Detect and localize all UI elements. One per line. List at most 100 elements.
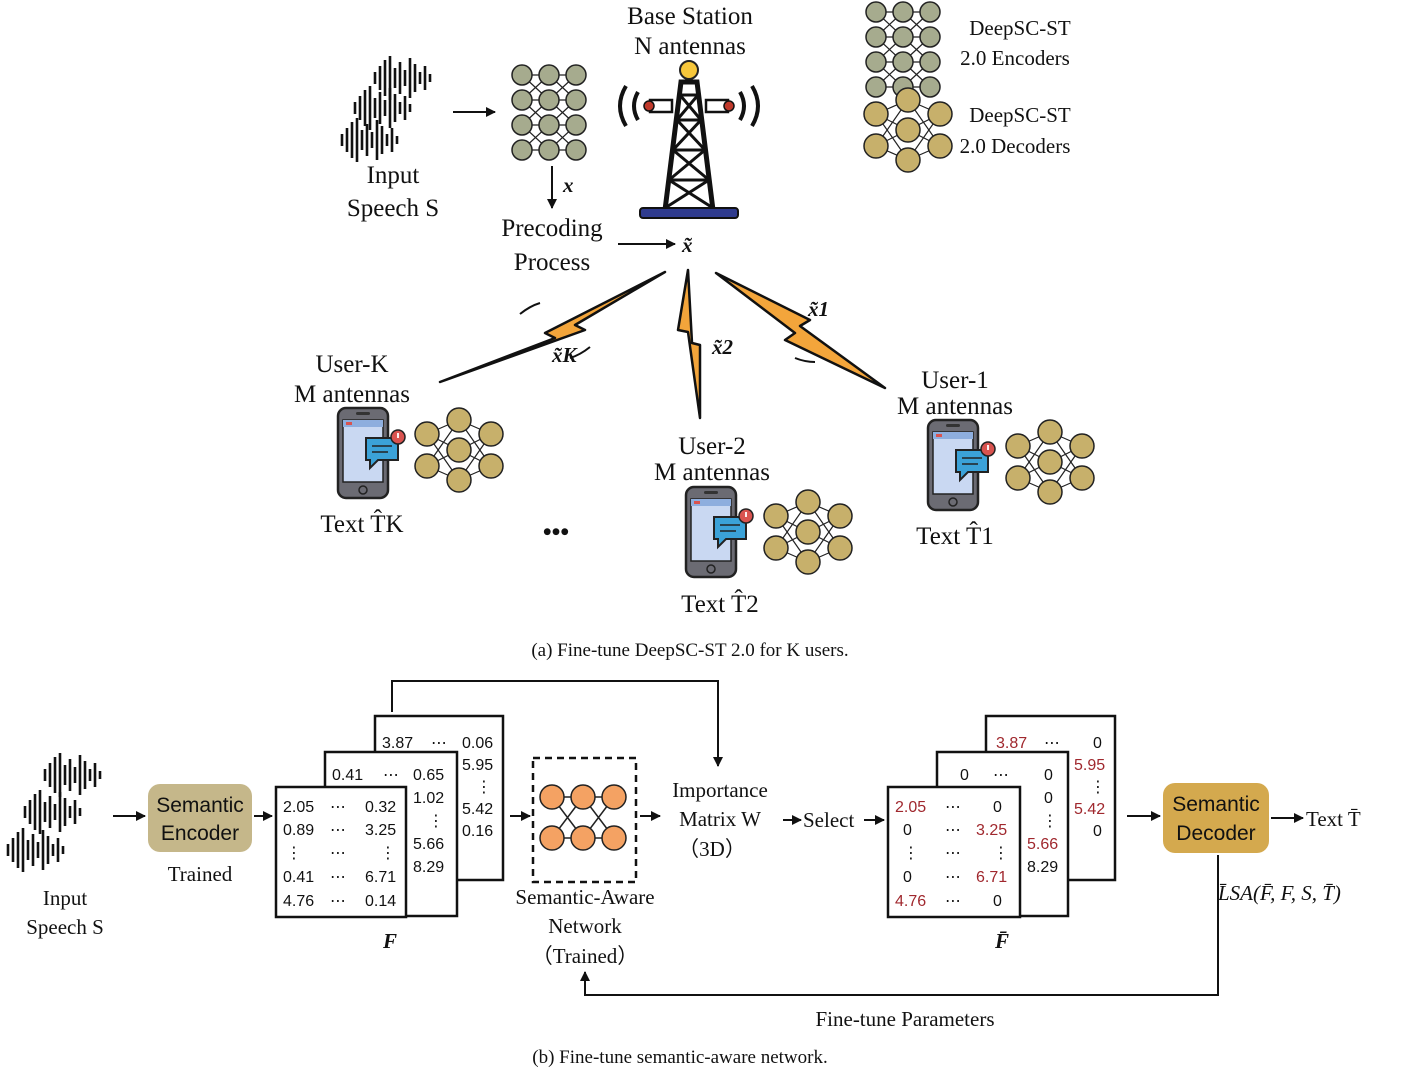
link-to-user-2 <box>676 268 702 420</box>
panel-b: Input Speech S Semantic Encoder Trained … <box>6 680 1361 1068</box>
matrix-f-stack <box>274 714 505 919</box>
fbar-front-1-2: 3.25 <box>976 822 1007 839</box>
f-mid-row-0: 0.41 <box>332 767 363 784</box>
fbar-mid-col-1: ⋮ <box>1042 813 1058 830</box>
f-front-0-2: 0.32 <box>365 799 396 816</box>
f-front-1-0: 0.89 <box>283 822 314 839</box>
precoding-line2: Process <box>514 249 590 276</box>
user-2-text: Text T̂2 <box>681 589 759 618</box>
f-front-1-1: ⋯ <box>330 822 346 839</box>
network-line2: Network <box>548 914 622 938</box>
fbar-mid-col-2: 5.66 <box>1027 836 1058 853</box>
f-front-0-1: ⋯ <box>330 799 346 816</box>
f-front-4-2: 0.14 <box>365 893 396 910</box>
base-station-antennas: N antennas <box>634 33 746 60</box>
feedback-label: Fine-tune Parameters <box>815 1007 994 1031</box>
legend-decoders-line1: DeepSC-ST <box>969 103 1071 127</box>
input-label-line1: Input <box>367 162 420 189</box>
precoding-line1: Precoding <box>501 215 603 242</box>
semantic-decoder-box <box>1163 783 1269 853</box>
encoder-status: Trained <box>168 862 233 886</box>
fbar-back-col-0: 5.95 <box>1074 757 1105 774</box>
fbar-back-col-2: 5.42 <box>1074 801 1105 818</box>
f-front-2-1: ⋯ <box>330 845 346 862</box>
f-back-row-0: 3.87 <box>382 735 413 752</box>
fbar-back-row-0: 3.87 <box>996 735 1027 752</box>
f-front-4-1: ⋯ <box>330 893 346 910</box>
caption-a: (a) Fine-tune DeepSC-ST 2.0 for K users. <box>531 640 848 661</box>
f-mid-col-3: 8.29 <box>413 859 444 876</box>
f-back-col-3: 0.16 <box>462 823 493 840</box>
link-to-user-k <box>438 270 667 384</box>
f-front-3-2: 6.71 <box>365 869 396 886</box>
f-front-0-0: 2.05 <box>283 799 314 816</box>
encoder-network-a <box>511 64 587 161</box>
fbar-front-2-2: ⋮ <box>993 845 1009 862</box>
user-1-text: Text T̂1 <box>916 521 994 550</box>
encoder-line1: Semantic <box>156 794 244 817</box>
link-k-label: x̃K <box>551 343 579 367</box>
legend-decoder-icon <box>863 87 953 173</box>
select-label: Select <box>803 808 854 832</box>
semantic-aware-network-icon <box>539 784 627 851</box>
fbar-front-0-1: ⋯ <box>945 799 961 816</box>
user-2-name: User-2 <box>678 433 746 460</box>
f-back-col-1: ⋮ <box>476 779 492 796</box>
fbar-front-4-2: 0 <box>993 893 1002 910</box>
input-label-line2: Speech S <box>347 195 439 222</box>
f-back-row-1: ⋯ <box>431 735 447 752</box>
fbar-front-2-1: ⋯ <box>945 845 961 862</box>
fbar-mid-col-0: 0 <box>1044 790 1053 807</box>
output-text: Text T̄ <box>1306 807 1361 831</box>
semantic-aware-network-box <box>531 756 638 884</box>
user-1-decoder-icon <box>1005 419 1095 505</box>
f-mid-col-0: 1.02 <box>413 790 444 807</box>
fbar-front-4-1: ⋯ <box>945 893 961 910</box>
fbar-front-0-0: 2.05 <box>895 799 926 816</box>
user-2-antennas: M antennas <box>654 459 770 486</box>
f-front-2-2: ⋮ <box>380 845 396 862</box>
user-1-phone-icon <box>926 418 997 512</box>
user-1-antennas: M antennas <box>897 393 1013 420</box>
input-speech-waveform-b <box>6 751 102 874</box>
f-front-2-0: ⋮ <box>286 845 302 862</box>
fbar-mid-row-0: 0 <box>960 767 969 784</box>
panel-a: Input Speech S x Precoding Process x̃ Ba… <box>294 1 1095 661</box>
fbar-front-3-2: 6.71 <box>976 869 1007 886</box>
network-line1: Semantic-Aware <box>515 885 654 909</box>
f-mid-row-1: ⋯ <box>383 767 399 784</box>
importance-line2: Matrix W <box>679 807 761 831</box>
matrix-fbar-stack <box>886 714 1117 919</box>
user-k-decoder-icon <box>414 407 504 493</box>
legend-encoder-icon <box>865 1 941 98</box>
fbar-back-row-1: ⋯ <box>1044 735 1060 752</box>
user-k-text: Text T̂K <box>320 509 403 538</box>
fbar-front-3-0: 0 <box>903 869 912 886</box>
input-speech-waveform-a <box>340 54 432 164</box>
arrow-f-to-importance <box>391 680 723 767</box>
f-front-3-1: ⋯ <box>330 869 346 886</box>
importance-line1: Importance <box>672 778 768 802</box>
f-front-4-0: 4.76 <box>283 893 314 910</box>
encoder-line2: Encoder <box>161 822 239 845</box>
link-2-label: x̃2 <box>711 335 734 359</box>
caption-b: (b) Fine-tune semantic-aware network. <box>532 1047 827 1068</box>
base-station-tower-icon <box>618 60 760 219</box>
user-ellipsis: ••• <box>543 519 569 546</box>
fbar-front-0-2: 0 <box>993 799 1002 816</box>
user-k-antennas: M antennas <box>294 381 410 408</box>
legend-encoders-line2: 2.0 Encoders <box>960 46 1070 70</box>
fbar-mid-row-1: ⋯ <box>993 767 1009 784</box>
matrix-f-label: F <box>382 929 397 953</box>
legend-decoders-line2: 2.0 Decoders <box>960 134 1071 158</box>
base-station-title: Base Station <box>627 3 753 30</box>
f-back-col-2: 5.42 <box>462 801 493 818</box>
xtilde-label: x̃ <box>681 233 693 257</box>
semantic-encoder-box <box>148 784 252 852</box>
input-b-line1: Input <box>43 886 87 910</box>
fbar-front-1-1: ⋯ <box>945 822 961 839</box>
f-front-1-2: 3.25 <box>365 822 396 839</box>
importance-line3: （3D） <box>678 837 746 861</box>
legend-encoders-line1: DeepSC-ST <box>969 16 1071 40</box>
